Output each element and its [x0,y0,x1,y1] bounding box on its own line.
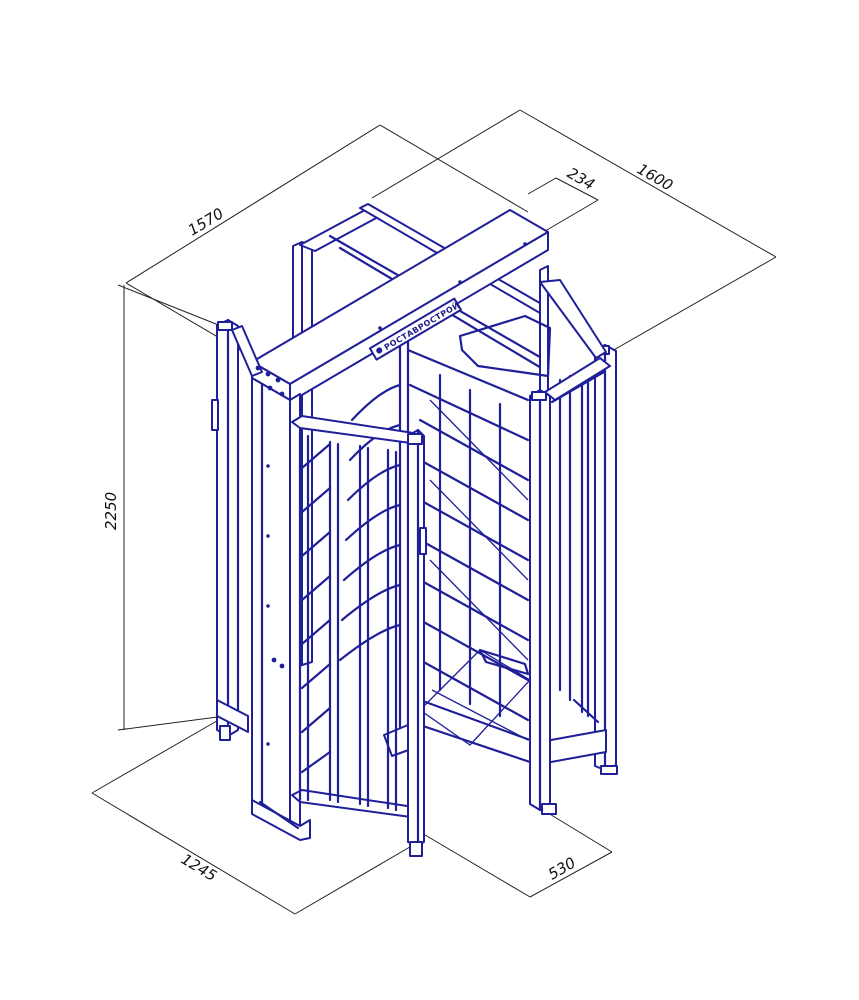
left-wing [211,318,263,741]
canopy: РОСТАВРОСТРОЙ [251,209,549,412]
dimension-lines [91,109,777,915]
front-gate [291,415,427,857]
dim-depth-label: 1570 [185,204,227,239]
dim-base-left-label: 1245 [178,850,220,885]
right-wing [529,357,611,815]
rotor [338,314,552,757]
front-column [251,365,311,841]
dim-height-label: 2250 [102,492,120,530]
floor-frame [418,649,532,764]
dim-width-top-label: 1600 [634,160,676,195]
dim-canopy-offset-label: 234 [564,164,598,194]
